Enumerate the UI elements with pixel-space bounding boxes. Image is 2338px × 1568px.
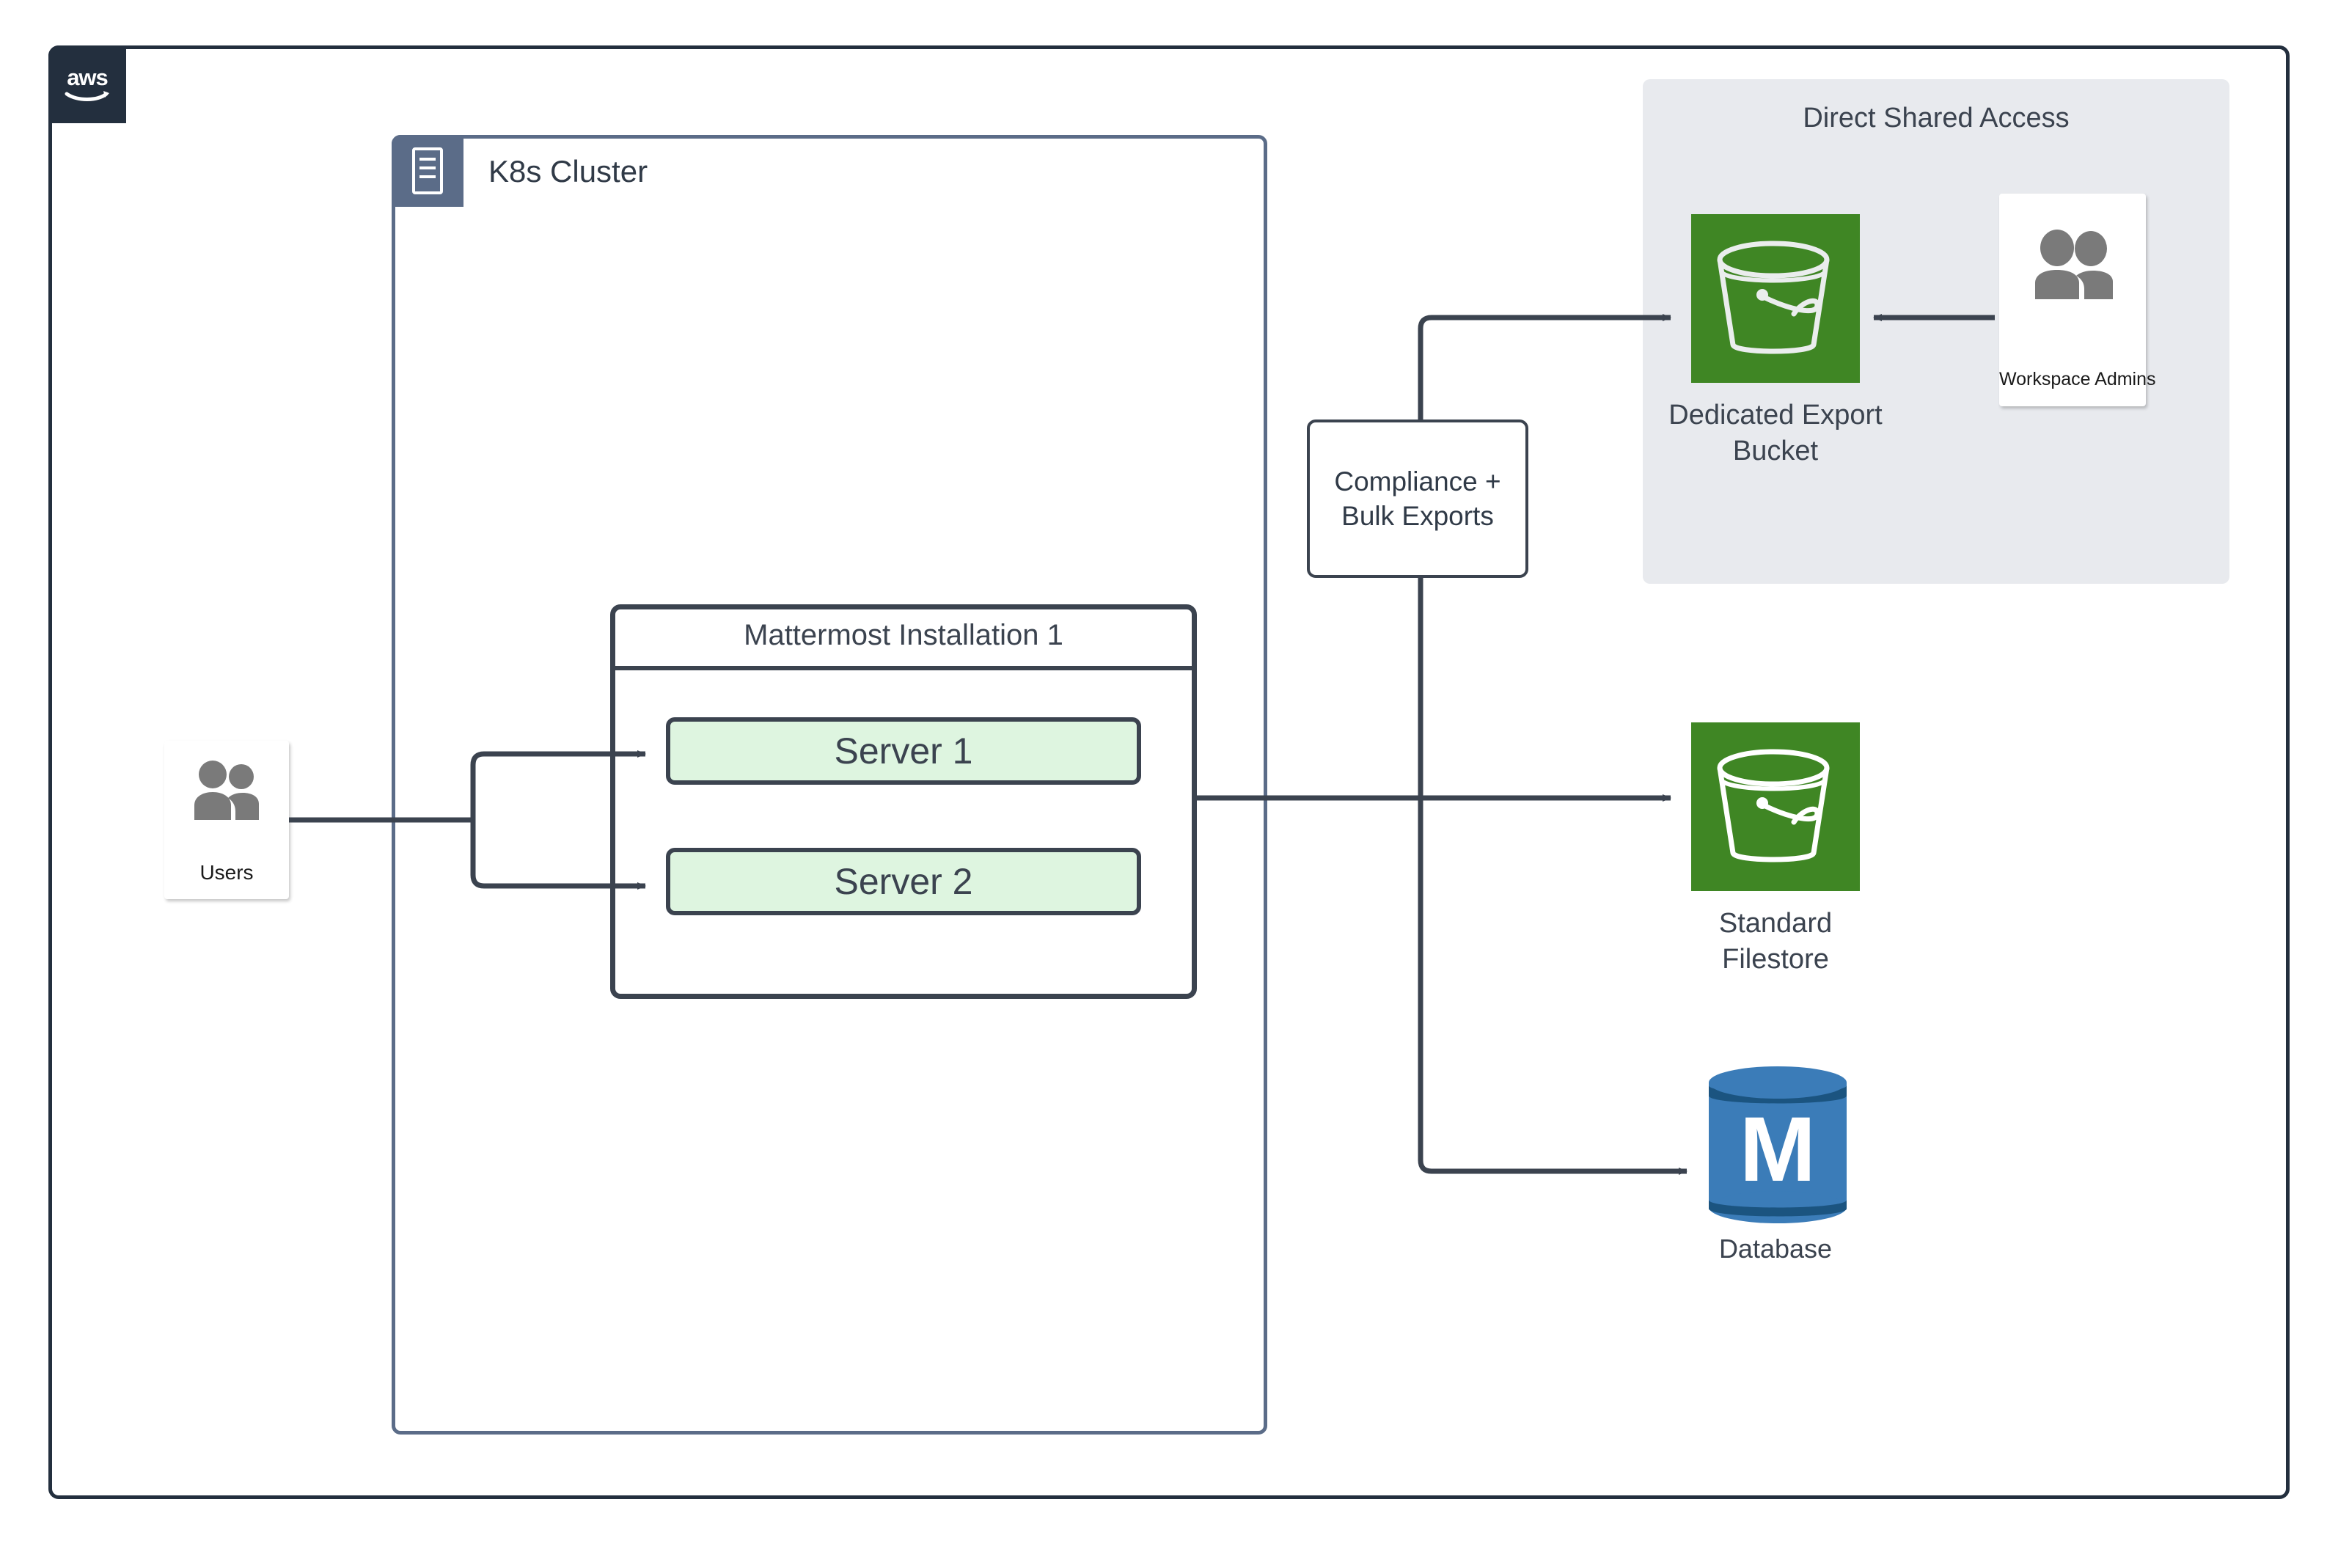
database-cylinder-icon[interactable]: M [1704,1063,1851,1226]
s3-bucket-icon[interactable] [1691,214,1860,383]
mattermost-installation-title: Mattermost Installation 1 [744,618,1063,651]
users-node[interactable]: Users [164,741,289,899]
database-label: Database [1718,1234,1833,1264]
k8s-cluster-title: K8s Cluster [488,154,648,188]
dedicated-export-bucket-label-line-2: Bucket [1732,435,1819,466]
workspace-admins-node[interactable]: Workspace Admins [1999,194,2156,406]
aws-logo-icon: aws [48,45,126,123]
compliance-line-2: Bulk Exports [1341,501,1494,531]
s3-bucket-icon[interactable] [1691,722,1860,891]
people-icon [1999,229,2146,299]
standard-filestore-label-line-1: Standard [1718,908,1833,939]
server-rack-icon [392,135,463,207]
users-label: Users [199,861,254,884]
people-icon [164,758,289,820]
compliance-line-1: Compliance + [1334,466,1501,497]
server-2-box[interactable]: Server 2 [666,848,1141,915]
dedicated-export-bucket-label-line-1: Dedicated Export [1668,400,1883,431]
workspace-admins-label: Workspace Admins [1999,369,2156,389]
database-glyph: M [1740,1099,1816,1201]
server-1-box[interactable]: Server 1 [666,717,1141,785]
direct-shared-access-title: Direct Shared Access [1803,103,2070,133]
server-2-label: Server 2 [834,861,973,902]
k8s-cluster-boundary [392,135,1267,1435]
mattermost-installation-title-bar: Mattermost Installation 1 [610,604,1197,670]
compliance-bulk-exports-node[interactable]: Compliance + Bulk Exports [1307,420,1528,578]
aws-cloud-boundary [48,45,2290,1499]
standard-filestore-label-line-2: Filestore [1722,943,1829,975]
svg-text:aws: aws [67,65,108,90]
dedicated-export-bucket-label: Dedicated Export Bucket [1577,398,1974,469]
standard-filestore-label: Standard Filestore [1577,906,1974,977]
server-1-label: Server 1 [834,730,973,772]
